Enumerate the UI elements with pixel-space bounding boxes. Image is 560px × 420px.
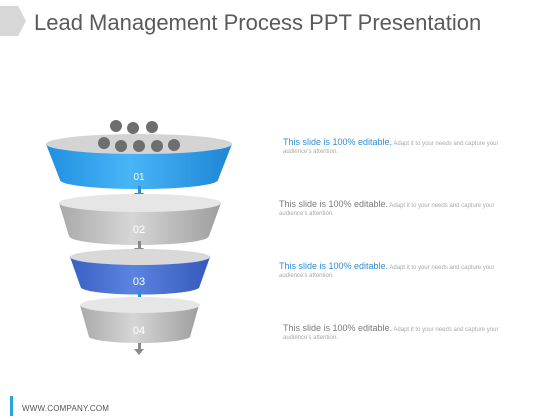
page-title: Lead Management Process PPT Presentation — [34, 10, 482, 35]
description-body: Adapt it to your needs and capture your … — [279, 203, 495, 217]
stage-number-04: 04 — [133, 325, 145, 337]
description-body: Adapt it to your needs and capture your … — [283, 327, 499, 341]
description-body: Adapt it to your needs and capture your … — [279, 265, 495, 279]
footer-accent-bar — [10, 396, 13, 416]
ball — [98, 137, 110, 149]
stage-description-03: This slide is 100% editable. Adapt it to… — [279, 261, 519, 280]
stage-description-02: This slide is 100% editable. Adapt it to… — [279, 199, 519, 218]
footer-company-url: WWW.COMPANY.COM — [22, 404, 110, 413]
balls-group — [98, 120, 180, 152]
stage-number-03: 03 — [133, 276, 145, 288]
funnel-stage-02 — [59, 203, 221, 245]
ball — [110, 120, 122, 132]
ball — [151, 140, 163, 152]
funnel-stage-01 — [46, 144, 232, 189]
arrow-down-icon — [134, 343, 144, 355]
funnel-stage-03-top — [70, 249, 210, 265]
stage-description-01: This slide is 100% editable. Adapt it to… — [283, 137, 523, 156]
description-headline: This slide is 100% editable. — [283, 137, 393, 147]
ball — [115, 140, 127, 152]
ball — [146, 121, 158, 133]
funnel-stage-02-top — [59, 194, 221, 212]
funnel-stage-03 — [70, 257, 210, 295]
ball — [168, 139, 180, 151]
stage-number-02: 02 — [133, 224, 145, 236]
stage-description-04: This slide is 100% editable. Adapt it to… — [283, 323, 523, 342]
ball — [127, 122, 139, 134]
stage-number-01: 01 — [133, 172, 145, 183]
funnel-stage-04 — [80, 305, 199, 344]
description-body: Adapt it to your needs and capture your … — [283, 141, 499, 155]
ball — [133, 140, 145, 152]
description-headline: This slide is 100% editable. — [279, 261, 389, 271]
description-headline: This slide is 100% editable. — [283, 323, 393, 333]
description-headline: This slide is 100% editable. — [279, 199, 389, 209]
funnel-stage-04-top — [80, 297, 200, 313]
